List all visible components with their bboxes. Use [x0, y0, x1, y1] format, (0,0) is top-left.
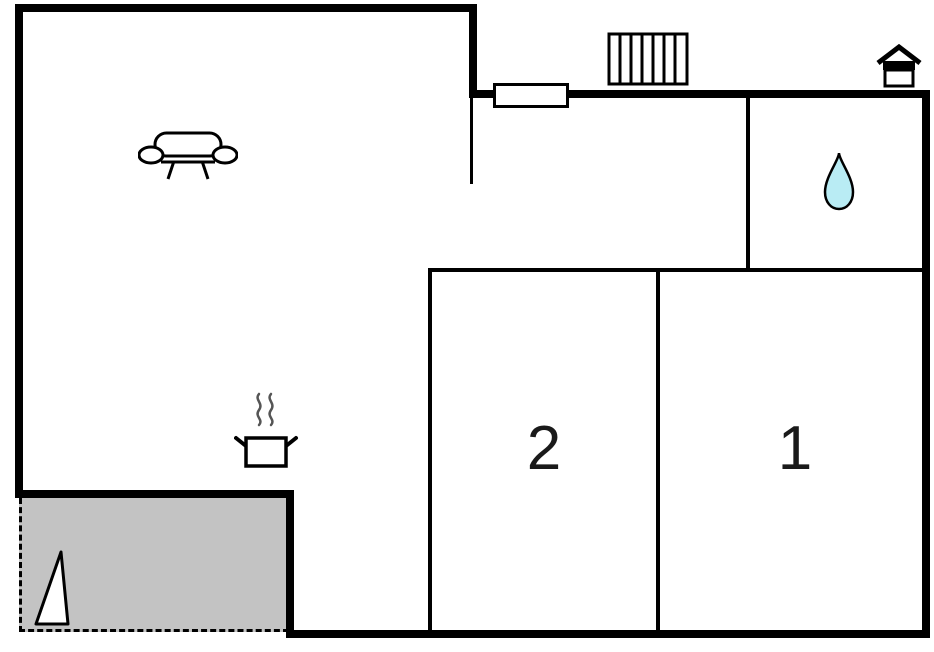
- wall-bottom: [286, 630, 930, 638]
- wall-step: [469, 4, 477, 98]
- wall-top-left: [15, 4, 477, 12]
- wall-terrace-right: [286, 490, 294, 638]
- wall-room-divider: [656, 268, 660, 630]
- radiator-icon: [607, 32, 689, 86]
- wall-right: [922, 90, 930, 638]
- wall-terrace-top: [15, 490, 294, 498]
- entrance-house-icon: [876, 44, 922, 88]
- wall-room2-left: [428, 268, 432, 630]
- wall-bathroom-left: [746, 98, 750, 272]
- wall-left: [15, 4, 23, 498]
- water-drop-icon: [823, 152, 855, 211]
- cooking-pot-icon: [234, 392, 298, 468]
- wall-bedrooms-top: [428, 268, 930, 272]
- room-2-label: 2: [526, 414, 562, 483]
- wall-top-right: [469, 90, 930, 98]
- room-1-label: 1: [777, 414, 813, 483]
- sofa-icon: [138, 131, 238, 180]
- wall-entry-partition: [470, 98, 473, 184]
- door-icon: [493, 83, 569, 108]
- north-arrow-icon: [34, 550, 70, 626]
